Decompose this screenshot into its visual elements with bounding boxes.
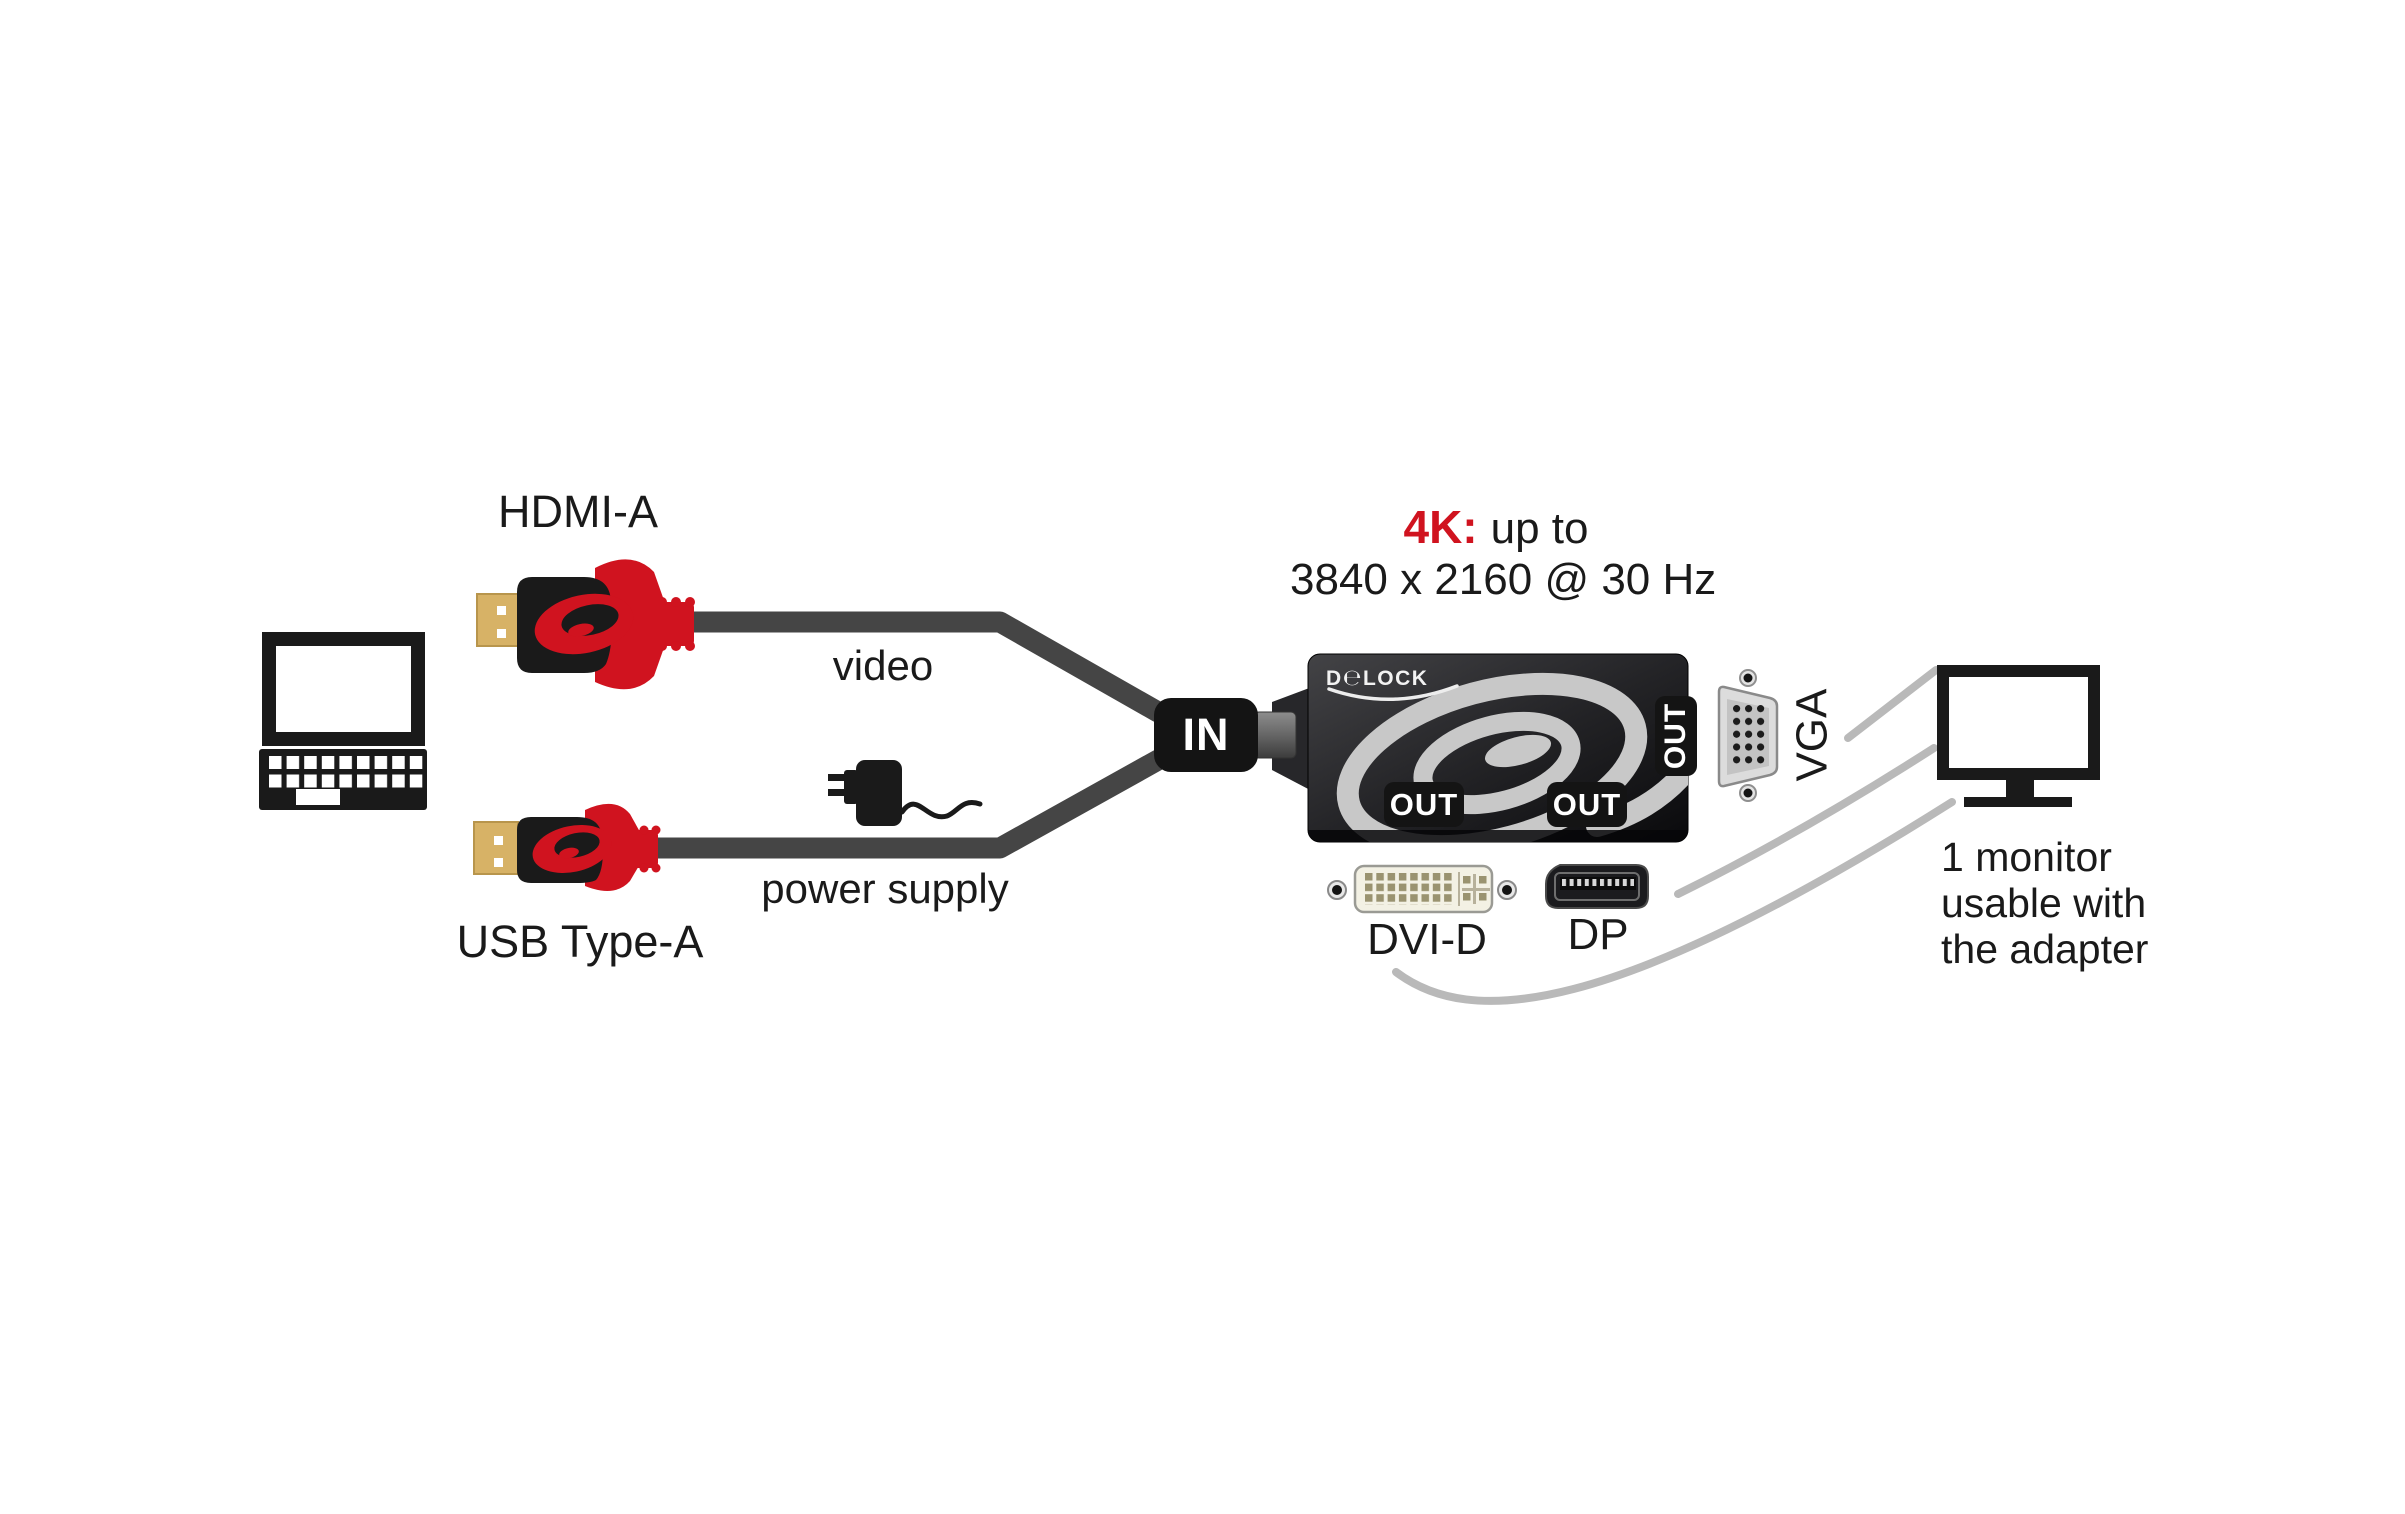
- dp-connector-icon: [1545, 864, 1649, 909]
- usb-connector-icon: [473, 803, 661, 891]
- hdmi-connector-icon: [476, 559, 695, 690]
- brand-d: D: [1326, 667, 1343, 690]
- vga-label: VGA: [1786, 688, 1836, 782]
- headline-4k: 4K:: [1403, 501, 1478, 553]
- resolution-headline: 4K: up to: [1296, 503, 1696, 552]
- brand-swirl-e-icon: ℮: [1342, 666, 1363, 691]
- delock-brand-logo: D℮LOCK: [1326, 666, 1428, 691]
- video-cable-label: video: [832, 642, 934, 689]
- monitor-link-lines: [1392, 666, 1956, 1005]
- dvi-link-line: [1392, 798, 1956, 1005]
- laptop-icon: [259, 632, 427, 810]
- vga-link-line: [1844, 666, 1940, 742]
- monitor-icon: [1937, 665, 2100, 807]
- power-supply-icon: [828, 760, 983, 826]
- dp-label: DP: [1567, 910, 1629, 959]
- adapter-input-plug: [1253, 687, 1312, 791]
- out-badge-dp: OUT: [1547, 782, 1627, 827]
- adapter-swirl-logo: [1308, 672, 1688, 842]
- in-badge: IN: [1154, 698, 1258, 772]
- power-cable: [639, 749, 1169, 859]
- brand-rest: LOCK: [1362, 667, 1429, 690]
- monitor-note-line: usable with: [1941, 880, 2147, 926]
- monitor-note-line: 1 monitor: [1941, 834, 2112, 880]
- dvi-connector-icon: [1327, 864, 1517, 914]
- cables: [639, 611, 1169, 859]
- out-badge-vga: OUT: [1655, 696, 1697, 776]
- hdmi-a-label: HDMI-A: [498, 486, 658, 537]
- headline-up-to: up to: [1490, 504, 1589, 553]
- delock-swoosh: [1327, 684, 1459, 701]
- usb-type-a-label: USB Type-A: [456, 916, 704, 967]
- monitor-note: 1 monitor usable with the adapter: [1941, 834, 2148, 972]
- out-badge-dvi: OUT: [1384, 782, 1464, 827]
- dvi-d-label: DVI-D: [1367, 915, 1487, 964]
- power-supply-label: power supply: [761, 865, 1009, 912]
- resolution-detail: 3840 x 2160 @ 30 Hz: [1290, 555, 1717, 604]
- monitor-note-line: the adapter: [1941, 926, 2149, 972]
- dp-link-line: [1674, 744, 1938, 898]
- video-cable: [681, 611, 1169, 723]
- vga-connector-icon: [1717, 669, 1779, 802]
